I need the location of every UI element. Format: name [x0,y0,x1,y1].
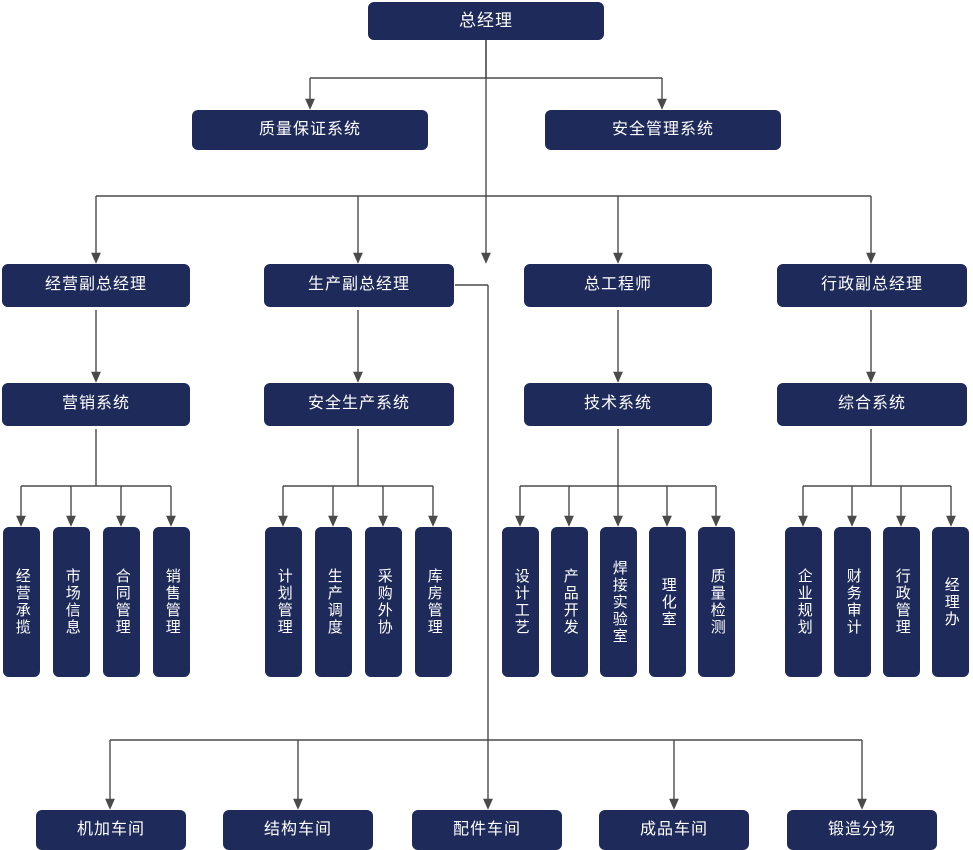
node-dept-business-contracting[interactable]: 经营承揽 [3,527,40,677]
node-workshop-machining[interactable]: 机加车间 [36,810,186,850]
node-dept-welding-lab[interactable]: 焊接实验室 [600,527,637,677]
node-dept-design-process[interactable]: 设计工艺 [502,527,539,677]
node-workshop-parts[interactable]: 配件车间 [412,810,562,850]
node-dept-sales-management[interactable]: 销售管理 [153,527,190,677]
node-dept-production-scheduling[interactable]: 生产调度 [315,527,352,677]
node-dept-quality-inspection[interactable]: 质量检测 [698,527,735,677]
node-quality-assurance-system[interactable]: 质量保证系统 [192,110,428,150]
node-technology-system[interactable]: 技术系统 [524,383,712,426]
node-dept-market-information[interactable]: 市场信息 [53,527,90,677]
node-vp-production[interactable]: 生产副总经理 [264,264,454,307]
node-vp-operations[interactable]: 经营副总经理 [2,264,190,307]
node-dept-manager-office[interactable]: 经理办 [932,527,969,677]
node-marketing-system[interactable]: 营销系统 [2,383,190,426]
node-workshop-forging[interactable]: 锻造分场 [787,810,937,850]
node-dept-product-development[interactable]: 产品开发 [551,527,588,677]
node-dept-procurement-outsourcing[interactable]: 采购外协 [365,527,402,677]
node-dept-enterprise-planning[interactable]: 企业规划 [785,527,822,677]
node-dept-contract-management[interactable]: 合同管理 [103,527,140,677]
node-dept-administration-management[interactable]: 行政管理 [883,527,920,677]
node-comprehensive-system[interactable]: 综合系统 [777,383,967,426]
node-workshop-finished-products[interactable]: 成品车间 [599,810,749,850]
node-dept-finance-audit[interactable]: 财务审计 [834,527,871,677]
node-dept-warehouse-management[interactable]: 库房管理 [415,527,452,677]
node-safe-production-system[interactable]: 安全生产系统 [264,383,454,426]
node-dept-plan-management[interactable]: 计划管理 [265,527,302,677]
node-safety-management-system[interactable]: 安全管理系统 [545,110,781,150]
node-vp-administration[interactable]: 行政副总经理 [777,264,967,307]
node-chief-engineer[interactable]: 总工程师 [524,264,712,307]
node-general-manager[interactable]: 总经理 [368,2,604,40]
node-dept-physical-chemical-lab[interactable]: 理化室 [649,527,686,677]
node-workshop-structure[interactable]: 结构车间 [223,810,373,850]
